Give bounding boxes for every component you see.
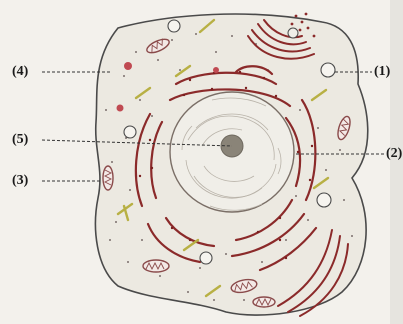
label-1: (1) bbox=[374, 64, 390, 80]
mitochondrion bbox=[253, 297, 275, 307]
label-5: (5) bbox=[12, 132, 28, 148]
label-3: (3) bbox=[12, 173, 28, 189]
golgi-vacuole bbox=[288, 28, 298, 38]
mitochondrion bbox=[143, 260, 169, 272]
mitochondrion bbox=[103, 166, 113, 190]
label-2: (2) bbox=[386, 146, 402, 162]
page-edge-shade bbox=[390, 0, 403, 324]
label-4: (4) bbox=[12, 64, 28, 80]
